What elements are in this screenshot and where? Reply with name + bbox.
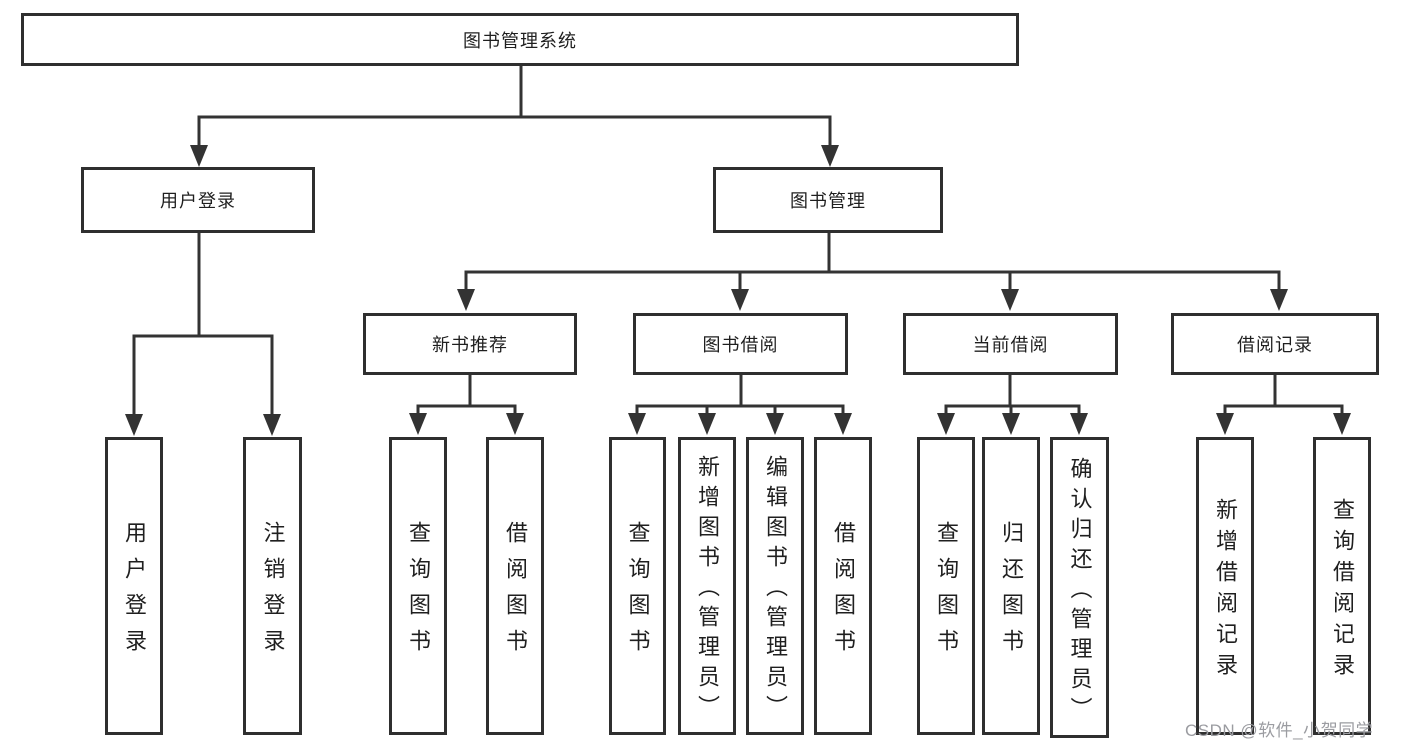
node-edit-book-admin-label: 编辑图书（管理员） [763, 455, 788, 725]
node-confirm-return-admin-label: 确认归还（管理员） [1067, 456, 1093, 727]
node-return-books-label: 归还图书 [999, 521, 1024, 665]
connector-new-book-recommendation-children [409, 375, 524, 435]
node-new-book-recommendation: 新书推荐 [363, 313, 577, 375]
node-logout-login: 注销登录 [243, 437, 302, 735]
node-edit-book-admin: 编辑图书（管理员） [746, 437, 804, 735]
node-current-borrowing-label: 当前借阅 [972, 335, 1049, 355]
node-book-management: 图书管理 [713, 167, 943, 233]
connector-current-borrowing-children [937, 375, 1088, 435]
connector-root-to-level2 [190, 64, 839, 167]
node-book-borrowing: 图书借阅 [633, 313, 848, 375]
node-query-borrow-record-label: 查询借阅记录 [1330, 497, 1355, 684]
node-query-books-recommend-label: 查询图书 [406, 521, 431, 665]
connector-user-login-children [125, 233, 281, 436]
node-query-books-recommend: 查询图书 [389, 437, 447, 735]
node-book-management-label: 图书管理 [790, 191, 866, 211]
node-book-borrowing-label: 图书借阅 [702, 335, 779, 355]
connector-book-management-children [457, 233, 1288, 311]
node-user-login: 用户登录 [81, 167, 315, 233]
csdn-watermark: CSDN @软件_小贺同学 [1185, 721, 1374, 740]
node-borrow-books-borrow: 借阅图书 [814, 437, 872, 735]
connector-book-borrowing-children [628, 375, 852, 435]
node-query-books-current-label: 查询图书 [934, 521, 959, 665]
node-add-book-admin-label: 新增图书（管理员） [695, 455, 720, 725]
node-query-borrow-record: 查询借阅记录 [1313, 437, 1371, 735]
node-user-login-leaf: 用户登录 [105, 437, 163, 735]
node-query-books-borrow-label: 查询图书 [625, 521, 651, 665]
node-logout-login-label: 注销登录 [260, 521, 286, 665]
connector-borrowing-records-children [1216, 375, 1351, 435]
node-borrow-books-recommend: 借阅图书 [486, 437, 544, 735]
node-new-book-recommendation-label: 新书推荐 [432, 335, 508, 355]
node-borrow-books-borrow-label: 借阅图书 [831, 521, 856, 665]
node-query-books-borrow: 查询图书 [609, 437, 666, 735]
node-confirm-return-admin: 确认归还（管理员） [1050, 437, 1109, 738]
node-user-login-leaf-label: 用户登录 [122, 521, 147, 665]
node-current-borrowing: 当前借阅 [903, 313, 1118, 375]
node-add-book-admin: 新增图书（管理员） [678, 437, 736, 735]
node-query-books-current: 查询图书 [917, 437, 975, 735]
node-library-management-system: 图书管理系统 [21, 13, 1019, 66]
node-return-books: 归还图书 [982, 437, 1040, 735]
node-borrowing-records: 借阅记录 [1171, 313, 1379, 375]
node-add-borrow-record: 新增借阅记录 [1196, 437, 1254, 735]
node-library-management-system-label: 图书管理系统 [463, 30, 577, 51]
node-borrowing-records-label: 借阅记录 [1237, 335, 1313, 355]
node-borrow-books-recommend-label: 借阅图书 [503, 521, 528, 665]
node-add-borrow-record-label: 新增借阅记录 [1213, 497, 1238, 684]
node-user-login-label: 用户登录 [160, 191, 236, 211]
